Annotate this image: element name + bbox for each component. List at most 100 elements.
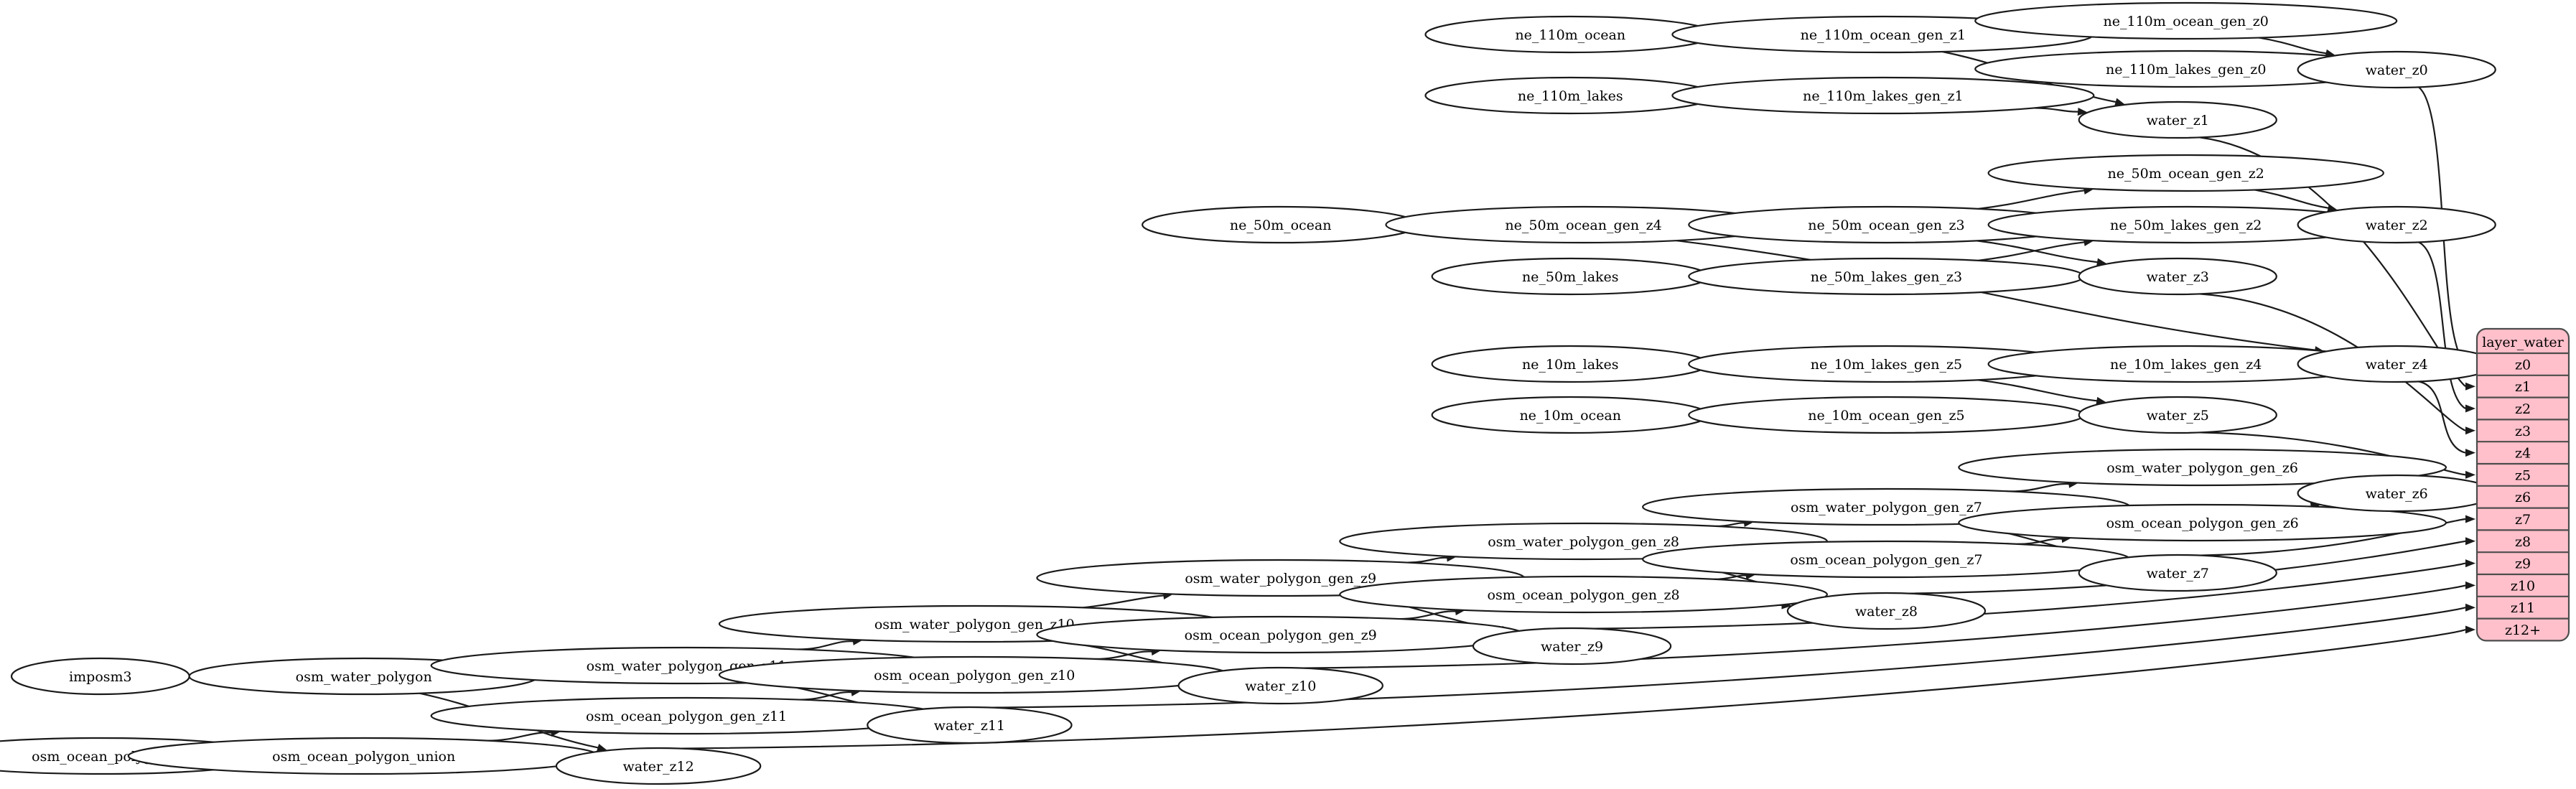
node-label: osm_ocean_polygon_gen_z8: [1488, 587, 1680, 603]
graph-node-ne_50m_ocean[interactable]: ne_50m_ocean: [1142, 205, 1420, 244]
table-row-z5[interactable]: z5: [2515, 467, 2531, 483]
node-ellipse: [2078, 396, 2277, 434]
graph-node-water_z11[interactable]: water_z11: [867, 706, 1073, 744]
graph-node-osm_ocean_polygon_gen_z8[interactable]: osm_ocean_polygon_gen_z8: [1339, 575, 1828, 614]
graph-node-osm_ocean_polygon_gen_z6[interactable]: osm_ocean_polygon_gen_z6: [1958, 503, 2447, 542]
arrowhead: [2465, 559, 2475, 568]
edge-water_z9-to-layer_water-z9: [1593, 562, 2466, 630]
node-label: water_z11: [934, 718, 1005, 734]
graph-node-water_z7[interactable]: water_z7: [2078, 554, 2277, 592]
graph-node-water_z10[interactable]: water_z10: [1177, 666, 1383, 705]
table-row-label: z4: [2515, 446, 2531, 462]
graph-node-water_z1[interactable]: water_z1: [2078, 101, 2277, 139]
graph-node-water_z3[interactable]: water_z3: [2078, 257, 2277, 296]
arrowhead: [2465, 449, 2475, 457]
graph-node-water_z12[interactable]: water_z12: [555, 747, 762, 785]
graph-node-ne_50m_ocean_gen_z2[interactable]: ne_50m_ocean_gen_z2: [1987, 154, 2384, 192]
table-row-z10[interactable]: z10: [2511, 578, 2535, 594]
graph-node-ne_50m_ocean_gen_z4[interactable]: ne_50m_ocean_gen_z4: [1385, 205, 1782, 244]
node-label: water_z0: [2366, 62, 2428, 78]
graph-node-osm_ocean_polygon_union[interactable]: osm_ocean_polygon_union: [127, 737, 600, 775]
node-label: ne_110m_ocean_gen_z1: [1801, 27, 1966, 43]
node-label: osm_water_polygon_gen_z9: [1185, 571, 1376, 587]
arrowhead: [2465, 537, 2475, 546]
graph-node-ne_110m_lakes_gen_z1[interactable]: ne_110m_lakes_gen_z1: [1671, 76, 2095, 115]
node-label: ne_10m_lakes_gen_z4: [2110, 357, 2262, 373]
graph-node-ne_10m_lakes_gen_z4[interactable]: ne_10m_lakes_gen_z4: [1987, 345, 2384, 383]
node-label: ne_10m_ocean_gen_z5: [1808, 408, 1964, 424]
graph-node-ne_110m_lakes[interactable]: ne_110m_lakes: [1424, 76, 1717, 115]
edge-ne_50m_ocean_gen_z3-to-ne_50m_ocean_gen_z2: [1978, 190, 2085, 210]
graph-node-ne_50m_lakes[interactable]: ne_50m_lakes: [1431, 257, 1709, 296]
node-ellipse: [1786, 592, 1987, 630]
node-ellipse: [2078, 257, 2277, 296]
node-ellipse: [2078, 101, 2277, 139]
graph-node-osm_ocean_polygon_gen_z7[interactable]: osm_ocean_polygon_gen_z7: [1642, 540, 2131, 579]
node-label: water_z9: [1541, 639, 1603, 655]
edge-osm_water_polygon_gen_z11-to-osm_water_polygon_gen_z10: [798, 640, 854, 650]
graph-node-ne_110m_ocean_gen_z0[interactable]: ne_110m_ocean_gen_z0: [1974, 1, 2398, 40]
node-label: osm_water_polygon_gen_z7: [1791, 500, 1982, 515]
table-body: [2475, 327, 2570, 642]
edge-ne_110m_ocean_gen_z0-to-water_z0: [2258, 37, 2327, 55]
graph-node-water_z2[interactable]: water_z2: [2297, 205, 2496, 244]
table-row-label: z3: [2515, 424, 2531, 439]
graph-node-water_z4[interactable]: water_z4: [2297, 345, 2496, 383]
node-label: ne_50m_ocean_gen_z4: [1505, 218, 1661, 233]
graph-node-water_z5[interactable]: water_z5: [2078, 396, 2277, 434]
graph-node-water_z0[interactable]: water_z0: [2297, 50, 2496, 89]
node-label: osm_ocean_polygon_gen_z11: [586, 709, 787, 724]
node-label: water_z6: [2366, 486, 2428, 502]
graph-node-osm_ocean_polygon_gen_z9[interactable]: osm_ocean_polygon_gen_z9: [1036, 615, 1526, 654]
table-row-z4[interactable]: z4: [2515, 446, 2531, 462]
node-label: ne_50m_lakes_gen_z3: [1811, 269, 1962, 285]
edge-water_z7-to-layer_water-z7: [2199, 518, 2466, 556]
graph-node-ne_10m_ocean[interactable]: ne_10m_ocean: [1431, 396, 1709, 434]
table-row-z2[interactable]: z2: [2515, 401, 2531, 417]
table-row-label: z5: [2515, 467, 2531, 483]
edge-osm_water_polygon_gen_z10-to-osm_water_polygon_gen_z9: [1082, 594, 1165, 609]
graph-node-ne_10m_lakes[interactable]: ne_10m_lakes: [1431, 345, 1709, 383]
graph-node-ne_10m_ocean_gen_z5[interactable]: ne_10m_ocean_gen_z5: [1688, 396, 2085, 434]
table-row-z1[interactable]: z1: [2515, 379, 2531, 395]
table-row-z0[interactable]: z0: [2515, 357, 2531, 373]
table-row-z7[interactable]: z7: [2515, 512, 2531, 528]
table-row-label: z1: [2515, 379, 2531, 395]
table-row-z3[interactable]: z3: [2515, 424, 2531, 439]
graph-node-ne_50m_lakes_gen_z2[interactable]: ne_50m_lakes_gen_z2: [1987, 205, 2384, 244]
arrowhead: [2465, 382, 2475, 391]
graph-node-ne_110m_ocean[interactable]: ne_110m_ocean: [1424, 15, 1717, 54]
table-row-z9[interactable]: z9: [2515, 556, 2531, 572]
graph-node-ne_10m_lakes_gen_z5[interactable]: ne_10m_lakes_gen_z5: [1688, 345, 2085, 383]
edge-osm_ocean_polygon_gen_z7-to-osm_ocean_polygon_gen_z6: [2017, 538, 2063, 546]
table-row-z6[interactable]: z6: [2515, 490, 2531, 505]
table-row-z11[interactable]: z11: [2511, 600, 2535, 616]
node-ellipse: [1177, 666, 1383, 705]
node-label: ne_10m_lakes: [1522, 357, 1619, 373]
graph-node-water_z6[interactable]: water_z6: [2297, 474, 2496, 513]
edge-ne_50m_ocean_gen_z4-to-water_z4: [1676, 239, 2316, 351]
node-label: osm_ocean_polygon_gen_z10: [874, 668, 1075, 683]
node-label: osm_ocean_polygon_union: [272, 749, 455, 765]
node-label: osm_water_polygon_gen_z10: [874, 617, 1075, 632]
arrowhead: [2465, 470, 2475, 479]
graph-node-ne_50m_lakes_gen_z3[interactable]: ne_50m_lakes_gen_z3: [1688, 257, 2085, 296]
graph-node-ne_110m_lakes_gen_z0[interactable]: ne_110m_lakes_gen_z0: [1974, 50, 2398, 88]
graph-node-osm_ocean_polygon_gen_z10[interactable]: osm_ocean_polygon_gen_z10: [718, 655, 1231, 694]
graph-node-water_z8[interactable]: water_z8: [1786, 592, 1987, 630]
edge-ne_110m_lakes_gen_z1-to-water_z1: [2034, 107, 2079, 113]
edge-water_z5-to-layer_water-z5: [2199, 431, 2466, 476]
graph-node-osm_water_polygon_gen_z6[interactable]: osm_water_polygon_gen_z6: [1958, 448, 2447, 487]
arrowhead: [2465, 581, 2475, 589]
graph-node-ne_50m_ocean_gen_z3[interactable]: ne_50m_ocean_gen_z3: [1688, 205, 2085, 244]
table-layer-water[interactable]: layer_waterz0z1z2z3z4z5z6z7z8z9z10z11z12…: [2475, 327, 2570, 642]
table-row-z8[interactable]: z8: [2515, 534, 2531, 550]
edge-osm_ocean_polygon_union-to-osm_ocean_polygon_gen_z11: [486, 732, 552, 742]
table-row-z12+[interactable]: z12+: [2505, 622, 2541, 638]
graph-node-imposm3[interactable]: imposm3: [10, 657, 190, 696]
graph-node-osm_ocean_polygon_gen_z11[interactable]: osm_ocean_polygon_gen_z11: [430, 696, 943, 735]
graph-node-water_z9[interactable]: water_z9: [1472, 627, 1672, 666]
node-label: water_z7: [2147, 566, 2209, 582]
